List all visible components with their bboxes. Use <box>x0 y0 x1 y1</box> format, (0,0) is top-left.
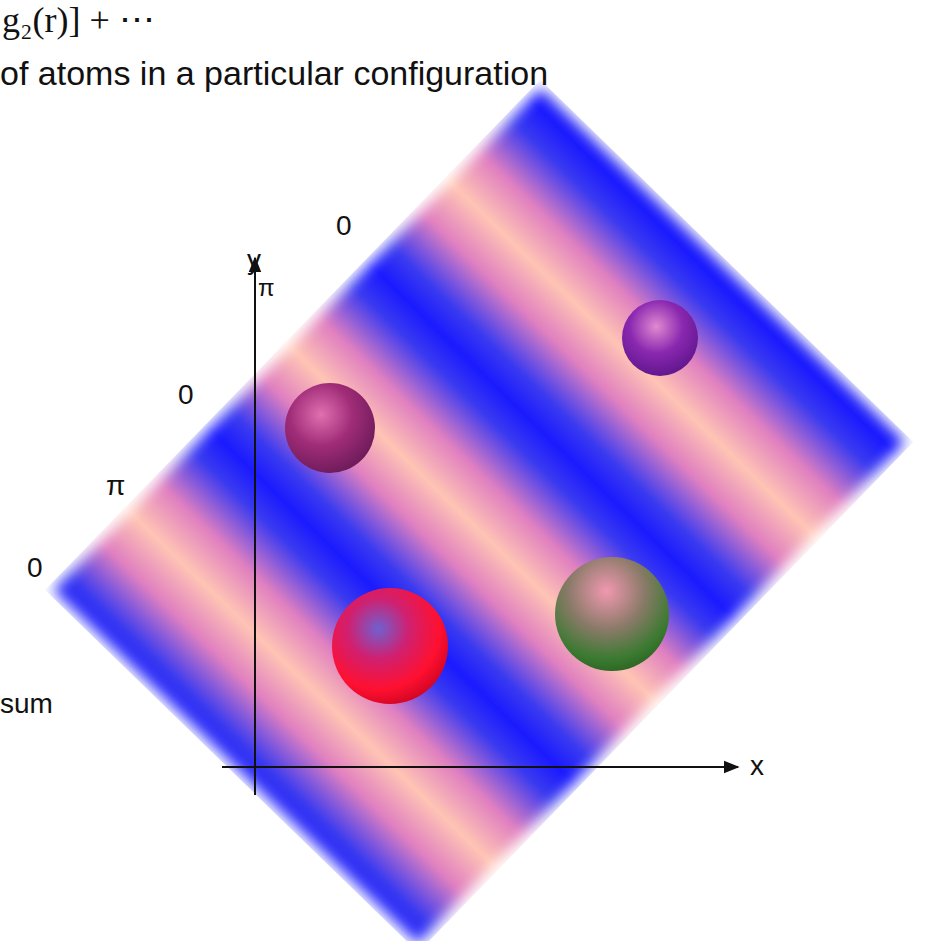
y-axis <box>254 258 256 795</box>
axis-label: x <box>750 752 764 780</box>
phase-label: 0 <box>27 554 43 582</box>
phase-label: π <box>106 472 125 500</box>
phase-label: 0 <box>336 212 352 240</box>
atom-sphere <box>555 557 669 671</box>
axis-label: y <box>247 246 261 274</box>
phase-label: 0 <box>178 381 194 409</box>
atom-sphere <box>332 588 448 704</box>
striped-plane <box>45 80 913 941</box>
formula-fragment: g₂(r)] + ⋯ <box>2 2 155 38</box>
x-axis <box>222 766 738 768</box>
atom-sphere <box>622 300 698 376</box>
body-text: of atoms in a particular configuration <box>0 56 548 90</box>
atom-sphere <box>285 383 375 473</box>
phase-label: π <box>258 276 275 300</box>
body-text: sum <box>0 690 53 718</box>
